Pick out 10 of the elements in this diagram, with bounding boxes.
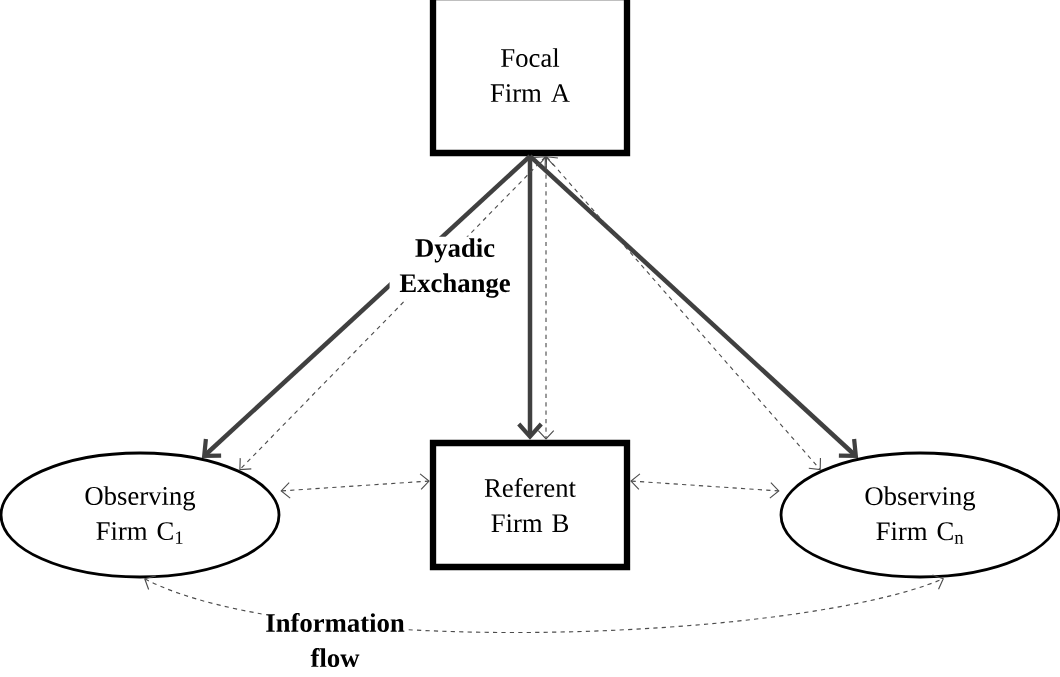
- arrow: [545, 156, 821, 471]
- firm-box: Focal Firm A: [429, 0, 631, 157]
- arrow: [537, 156, 555, 440]
- firm-box: Referent Firm B: [429, 439, 631, 571]
- arrow: [528, 154, 859, 459]
- arrow: [280, 473, 430, 499]
- edge-label: Information flow: [261, 611, 409, 669]
- arrow: [630, 473, 780, 499]
- annotation-text: Dyadic Exchange: [389, 236, 521, 300]
- arrow: [517, 156, 543, 440]
